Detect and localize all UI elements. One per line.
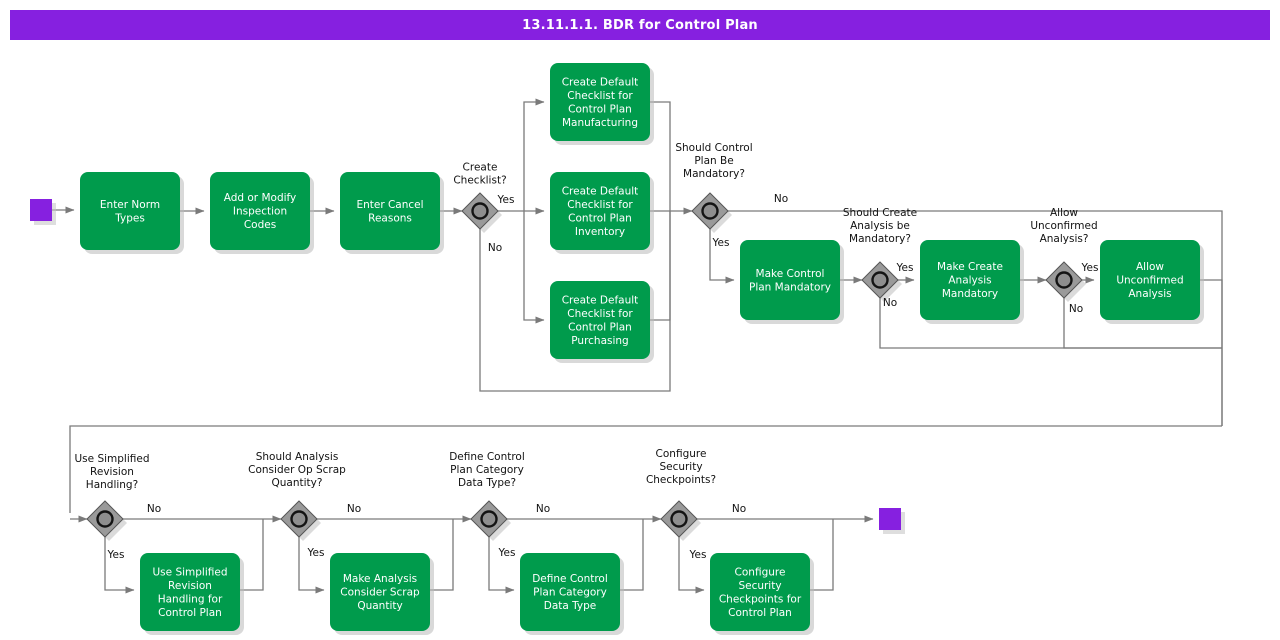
connector-create-checklist-yes-to-purchasing [523,211,545,324]
flow-label-yes-should-create-analysis-be-mandatory: Yes [896,262,914,274]
connector-security-task-to-end [810,519,834,591]
gateway-should-control-plan-be-mandatory[interactable] [691,192,732,233]
flow-label-no-should-create-analysis-be-mandatory: No [883,297,897,309]
gateway-create-checklist[interactable] [461,192,502,233]
flow-label-yes-should-analysis-consider-op-scrap: Yes [307,547,325,559]
events-layer [30,199,905,534]
connector-unconfirmed-no [1063,298,1222,349]
flow-label-yes-use-simplified-revision-handling-gw: Yes [107,549,125,561]
connector-security-yes [678,537,705,594]
flow-label-yes-create-checklist: Yes [497,194,515,206]
flow-label-no-use-simplified-revision-handling-gw: No [147,503,161,515]
connector-control-plan-mandatory-yes [709,229,735,284]
gateway-define-control-plan-category-data-type-gw[interactable] [470,500,511,541]
flow-label-no-define-control-plan-category-data-type-gw: No [536,503,550,515]
flow-label-no-allow-unconfirmed-analysis-gw: No [1069,303,1083,315]
connector-datatype-task-merge [620,519,644,591]
gateway-should-create-analysis-be-mandatory[interactable] [861,261,902,302]
connector-scrap-task-merge [430,519,454,591]
flow-label-no-should-analysis-consider-op-scrap: No [347,503,361,515]
flow-label-yes-define-control-plan-category-data-type-gw: Yes [498,547,516,559]
connector-create-checklist-no-bypass [479,211,671,392]
gateway-should-analysis-consider-op-scrap[interactable] [280,500,321,541]
start-event[interactable] [30,199,56,225]
flow-label-yes-allow-unconfirmed-analysis-gw: Yes [1081,262,1099,274]
connector-allow-unconfirmed-out [1200,279,1223,426]
page-title: 13.11.1.1. BDR for Control Plan [522,17,758,33]
connector-manufacturing-to-merge [650,101,671,211]
connector-create-checklist-yes-to-manufacturing [523,98,545,211]
flow-label-yes-configure-security-checkpoints-gw: Yes [689,549,707,561]
end-event[interactable] [879,508,905,534]
connector-scrap-yes [298,537,325,594]
connector-datatype-yes [488,537,515,594]
diagram-title-bar: 13.11.1.1. BDR for Control Plan [10,10,1270,40]
flow-label-no-configure-security-checkpoints-gw: No [732,503,746,515]
connector-revision-task-merge [240,519,264,591]
connectors-layer [52,98,1223,594]
flow-label-no-should-control-plan-be-mandatory: No [774,193,788,205]
gateway-allow-unconfirmed-analysis-gw[interactable] [1045,261,1086,302]
flow-label-yes-should-control-plan-be-mandatory: Yes [712,237,730,249]
gateway-configure-security-checkpoints-gw[interactable] [660,500,701,541]
gateway-use-simplified-revision-handling-gw[interactable] [86,500,127,541]
connector-revision-yes [104,537,135,594]
flow-label-no-create-checklist: No [488,242,502,254]
connector-right-to-bottom-wrap [69,425,1222,513]
